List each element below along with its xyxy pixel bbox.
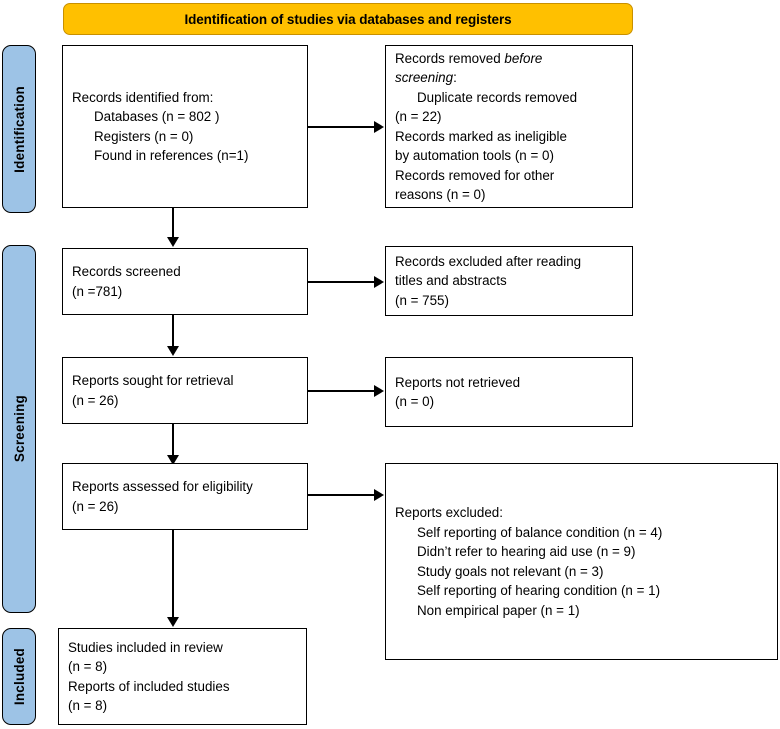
records-excluded-line-2: titles and abstracts bbox=[395, 273, 507, 289]
records-removed-line-7: Records removed for other bbox=[395, 167, 555, 183]
reports-assessed-line-2: (n = 26) bbox=[72, 498, 119, 514]
box-records-excluded: Records excluded after reading titles an… bbox=[385, 246, 633, 316]
arrowhead-assessed-to-included-icon bbox=[167, 617, 179, 627]
box-reports-assessed: Reports assessed for eligibility (n = 26… bbox=[62, 463, 308, 530]
box-reports-not-retrieved: Reports not retrieved (n = 0) bbox=[385, 357, 633, 427]
reports-excluded-line-3: Didn’t refer to hearing aid use (n = 9) bbox=[417, 544, 636, 559]
reports-not-retrieved-line-1: Reports not retrieved bbox=[395, 374, 521, 390]
stage-label-identification: Identification bbox=[2, 45, 36, 213]
reports-excluded-line-2: Self reporting of balance condition (n =… bbox=[417, 524, 663, 540]
connector-sought-to-assessed bbox=[172, 424, 174, 456]
records-removed-line-6: by automation tools (n = 0) bbox=[395, 148, 554, 163]
connector-assessed-to-included bbox=[172, 530, 174, 618]
reports-excluded-line-4: Study goals not relevant (n = 3) bbox=[417, 563, 604, 579]
box-records-removed: Records removed before screening: Duplic… bbox=[385, 45, 633, 208]
connector-identified-to-removed bbox=[308, 126, 375, 128]
records-screened-line-1: Records screened bbox=[72, 264, 181, 279]
records-identified-line-2: Databases (n = 802 ) bbox=[94, 109, 220, 124]
stage-label-included: Included bbox=[2, 628, 36, 725]
box-reports-sought: Reports sought for retrieval (n = 26) bbox=[62, 357, 308, 424]
arrowhead-identified-to-removed-icon bbox=[374, 121, 384, 133]
studies-included-line-1: Studies included in review bbox=[68, 639, 223, 655]
connector-sought-to-not-retrieved bbox=[308, 390, 375, 392]
connector-screened-to-sought bbox=[172, 315, 174, 347]
arrowhead-screened-to-sought-icon bbox=[167, 346, 179, 356]
arrowhead-identified-to-screened-icon bbox=[167, 237, 179, 247]
connector-assessed-to-excluded bbox=[308, 494, 375, 496]
reports-excluded-line-6: Non empirical paper (n = 1) bbox=[417, 602, 580, 618]
phase-banner-identification: Identification of studies via databases … bbox=[63, 3, 633, 35]
studies-included-line-3: Reports of included studies bbox=[68, 678, 230, 694]
arrowhead-assessed-to-excluded-icon bbox=[374, 489, 384, 501]
box-records-screened: Records screened (n =781) bbox=[62, 248, 308, 315]
records-screened-line-2: (n =781) bbox=[72, 283, 123, 299]
studies-included-line-2: (n = 8) bbox=[68, 659, 108, 674]
stage-label-screening-text: Screening bbox=[11, 395, 27, 463]
records-removed-line-4: (n = 22) bbox=[395, 109, 442, 124]
records-removed-line-8: reasons (n = 0) bbox=[395, 187, 486, 202]
records-identified-line-3: Registers (n = 0) bbox=[94, 128, 194, 144]
stage-label-included-text: Included bbox=[11, 647, 27, 706]
phase-banner-title: Identification of studies via databases … bbox=[184, 11, 512, 27]
reports-assessed-line-1: Reports assessed for eligibility bbox=[72, 479, 253, 494]
records-excluded-line-1: Records excluded after reading bbox=[395, 253, 582, 269]
records-removed-line-2: screening: bbox=[395, 68, 623, 88]
records-removed-line-1-emphasis: before bbox=[504, 50, 543, 66]
reports-not-retrieved-line-2: (n = 0) bbox=[395, 394, 435, 409]
reports-excluded-line-1: Reports excluded: bbox=[395, 505, 503, 520]
box-reports-excluded: Reports excluded: Self reporting of bala… bbox=[385, 463, 778, 660]
connector-identified-to-screened bbox=[172, 208, 174, 238]
arrowhead-sought-to-not-retrieved-icon bbox=[374, 385, 384, 397]
box-records-identified: Records identified from: Databases (n = … bbox=[62, 45, 308, 208]
reports-sought-line-1: Reports sought for retrieval bbox=[72, 373, 234, 388]
records-identified-line-4: Found in references (n=1) bbox=[94, 148, 249, 163]
records-excluded-line-3: (n = 755) bbox=[395, 292, 449, 308]
records-removed-line-2-emphasis: screening bbox=[395, 70, 454, 85]
studies-included-line-4: (n = 8) bbox=[68, 698, 108, 713]
records-removed-line-1: Records removed before bbox=[395, 49, 623, 69]
records-removed-line-3: Duplicate records removed bbox=[417, 89, 578, 105]
records-removed-line-2-tail: : bbox=[453, 70, 457, 85]
arrowhead-screened-to-excluded-icon bbox=[374, 276, 384, 288]
connector-screened-to-excluded bbox=[308, 281, 375, 283]
arrowhead-sought-to-assessed-icon bbox=[167, 455, 179, 465]
stage-label-identification-text: Identification bbox=[11, 85, 27, 173]
records-identified-line-1: Records identified from: bbox=[72, 89, 214, 105]
stage-label-screening: Screening bbox=[2, 245, 36, 613]
box-studies-included: Studies included in review (n = 8) Repor… bbox=[58, 628, 307, 725]
records-removed-line-5: Records marked as ineligible bbox=[395, 128, 567, 144]
reports-excluded-line-5: Self reporting of hearing condition (n =… bbox=[417, 583, 661, 598]
reports-sought-line-2: (n = 26) bbox=[72, 392, 119, 408]
records-removed-line-1-lead: Records removed bbox=[395, 50, 505, 66]
